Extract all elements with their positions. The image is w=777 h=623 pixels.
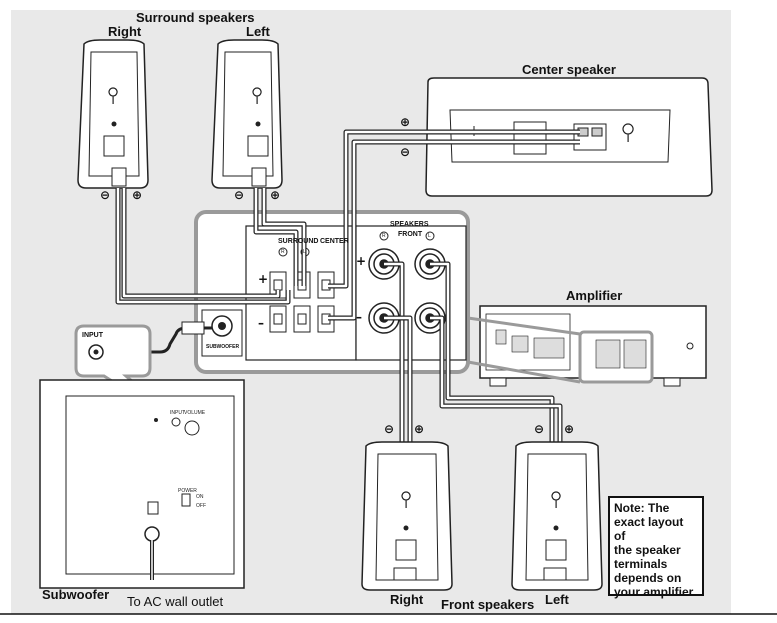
note-line: the speaker (614, 543, 681, 557)
surround-left-plus-symbol: ⊕ (270, 188, 281, 202)
front-left-plus-symbol: ⊕ (564, 422, 575, 436)
surround-left-minus-symbol: ⊖ (234, 188, 245, 202)
panel-surround-label: SURROUND (278, 238, 319, 245)
panel-surround-minus: – (258, 316, 264, 330)
panel-front-label: FRONT (398, 231, 423, 238)
sub-input-label: INPUT (170, 410, 185, 416)
center-speaker-label: Center speaker (522, 62, 616, 77)
amplifier-unit (479, 305, 707, 387)
front-speakers-label: Front speakers (441, 597, 535, 612)
panel-subwoofer-label: SUBWOOFER (206, 344, 240, 350)
panel-front-l: L (428, 233, 431, 239)
panel-center-label: CENTER (320, 238, 349, 245)
note-line: exact layout of (614, 515, 684, 543)
note-line: your amplifier. (614, 585, 697, 599)
surround-left-label: Left (246, 24, 270, 39)
surround-right-minus-symbol: ⊖ (100, 188, 111, 202)
surround-speakers-label: Surround speakers (136, 10, 255, 25)
input-callout (74, 324, 187, 430)
surround-left-speaker (211, 39, 283, 189)
panel-front-r: R (382, 233, 386, 239)
center-plus-symbol: ⊕ (400, 115, 411, 129)
panel-surround-r: R (281, 249, 285, 255)
zoom-connector-top (467, 316, 581, 336)
sub-off-label: OFF (196, 503, 206, 509)
center-minus-symbol: ⊖ (400, 145, 411, 159)
note-line: depends on (614, 571, 682, 585)
note-line: Note: The (614, 501, 670, 515)
panel-surround-l: L (303, 249, 306, 255)
surround-right-plus-symbol: ⊕ (132, 188, 143, 202)
panel-front-plus: + (356, 254, 367, 268)
subwoofer-label: Subwoofer (42, 587, 110, 602)
sub-power-label: POWER (178, 488, 197, 494)
front-right-speaker (361, 441, 453, 591)
panel-speakers-label: SPEAKERS (390, 221, 429, 228)
ac-outlet-label: To AC wall outlet (127, 594, 224, 609)
panel-front-minus: – (356, 310, 362, 324)
center-speaker (425, 77, 713, 197)
surround-r-marker (278, 247, 288, 257)
front-right-minus-symbol: ⊖ (384, 422, 395, 436)
panel-surround-plus: + (258, 272, 269, 286)
input-callout-label: INPUT (82, 332, 103, 339)
sub-volume-label: VOLUME (184, 410, 206, 416)
front-left-speaker (511, 441, 603, 591)
front-left-minus-symbol: ⊖ (534, 422, 545, 436)
note-line: terminals (614, 557, 668, 571)
surround-right-label: Right (108, 24, 142, 39)
front-l-marker (425, 231, 435, 241)
front-right-label: Right (390, 592, 424, 607)
sub-on-label: ON (196, 494, 204, 500)
front-left-label: Left (545, 592, 569, 607)
layout-note: Note: The exact layout of the speaker te… (608, 496, 704, 599)
front-right-plus-symbol: ⊕ (414, 422, 425, 436)
zoom-connector-bottom (467, 360, 581, 384)
subwoofer-unit (39, 379, 245, 589)
front-r-marker (379, 231, 389, 241)
amplifier-label: Amplifier (566, 288, 623, 303)
surround-right-speaker (77, 39, 149, 189)
